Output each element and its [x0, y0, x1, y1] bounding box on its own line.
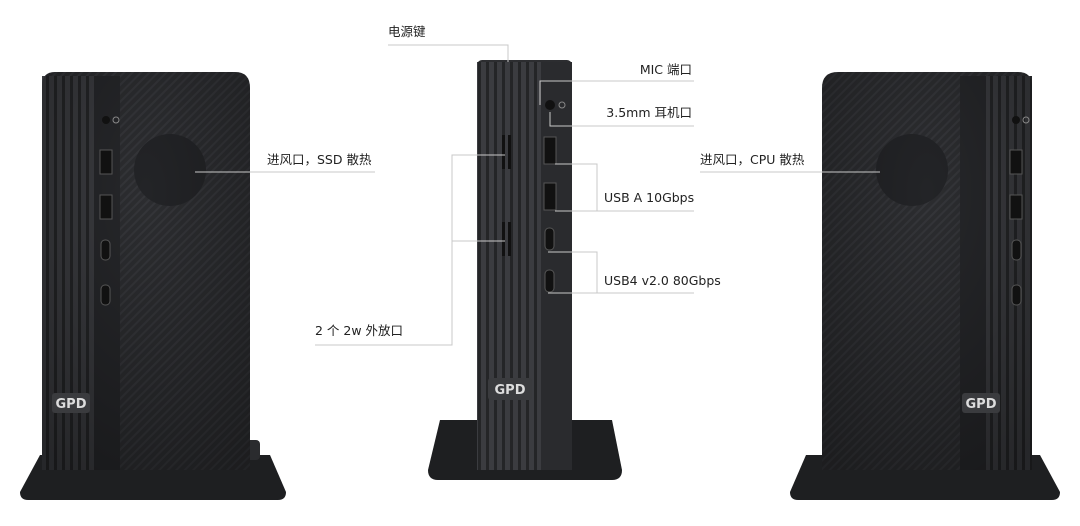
- callout-usb-a: USB A 10Gbps: [604, 190, 695, 205]
- callout-cpu-intake: 进风口，CPU 散热: [700, 152, 805, 167]
- callout-lines: [195, 44, 880, 346]
- right-device: GPD: [790, 72, 1060, 500]
- callout-ssd-intake: 进风口，SSD 散热: [267, 152, 372, 167]
- center-device: GPD: [428, 60, 622, 480]
- callout-mic-port: MIC 端口: [639, 62, 692, 77]
- svg-text:GPD: GPD: [966, 397, 997, 412]
- callout-speakers: 2 个 2w 外放口: [315, 323, 404, 338]
- callout-headphone-port: 3.5mm 耳机口: [606, 105, 692, 120]
- svg-text:GPD: GPD: [56, 397, 87, 412]
- left-device: GPD: [20, 72, 286, 500]
- svg-text:GPD: GPD: [495, 383, 526, 398]
- callout-power-button: 电源键: [388, 24, 426, 39]
- callout-usb4: USB4 v2.0 80Gbps: [604, 273, 721, 288]
